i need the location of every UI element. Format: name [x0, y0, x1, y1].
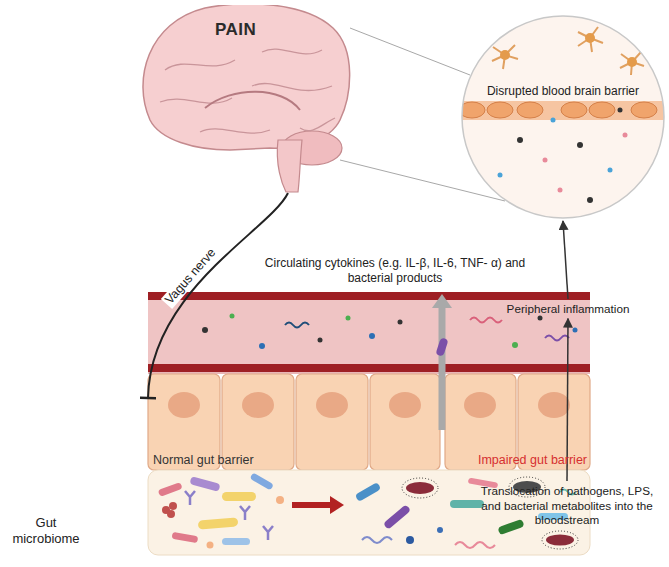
bbb-label: Disrupted blood brain barrier — [473, 84, 653, 99]
gut-barrier-panel: Normal gut barrier Impaired gut barrier — [148, 374, 590, 555]
step-text: Peripheral inflammation — [478, 302, 658, 317]
vagus-nerve-line — [148, 193, 288, 398]
microbiome-label: Gut microbiome — [6, 515, 86, 548]
bbb-zoom-circle: Disrupted blood brain barrier — [461, 15, 665, 219]
normal-barrier-label: Normal gut barrier — [153, 453, 254, 469]
vagus-nerve-line — [140, 193, 288, 398]
flow-arrow — [563, 221, 568, 299]
translocation-step: Translocation of pathogens, LPS, and bac… — [470, 484, 664, 528]
zoom-circle-outline — [461, 15, 665, 219]
cytokine-note: Circulating cytokines (e.g. IL-β, IL-6, … — [250, 256, 540, 286]
inflammation-step: Peripheral inflammation — [478, 302, 658, 317]
step-text: Translocation of pathogens, LPS, and bac… — [470, 484, 664, 528]
flow-arrow — [563, 221, 568, 299]
pain-heading: PAIN — [215, 19, 256, 40]
nerve-ending-bar — [140, 397, 156, 400]
impaired-barrier-label: Impaired gut barrier — [478, 453, 587, 469]
brain-illustration: PAIN — [140, 5, 352, 193]
